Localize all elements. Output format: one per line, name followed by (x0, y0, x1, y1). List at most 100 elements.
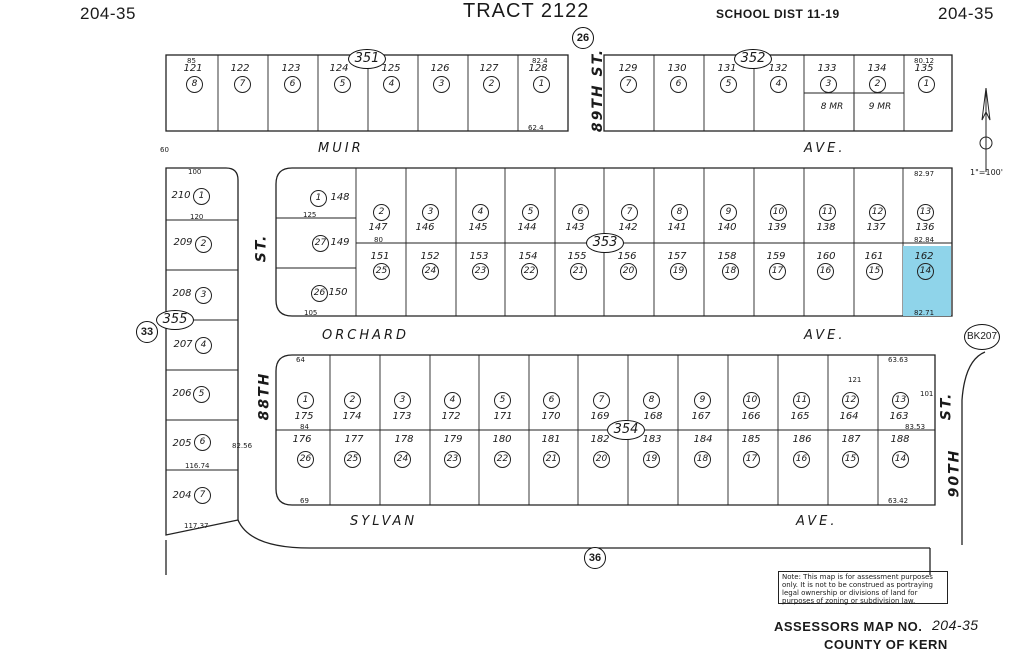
lot-20d: 20 (593, 451, 610, 468)
parcel-130[interactable]: 130 (667, 63, 687, 74)
street-orchard: ORCHARD (322, 328, 410, 343)
parcel-131[interactable]: 131 (717, 63, 737, 74)
lot-16c: 16 (817, 263, 834, 280)
lot-8c: 8 (671, 204, 688, 221)
dim-105: 105 (304, 309, 318, 317)
parcel-210[interactable]: 210 (171, 190, 191, 201)
parcel-137[interactable]: 137 (866, 222, 886, 233)
parcel-141[interactable]: 141 (667, 222, 687, 233)
parcel-169[interactable]: 169 (590, 411, 610, 422)
parcel-182[interactable]: 182 (590, 434, 610, 445)
parcel-188[interactable]: 188 (890, 434, 910, 445)
parcel-172[interactable]: 172 (441, 411, 461, 422)
parcel-175[interactable]: 175 (294, 411, 314, 422)
parcel-124[interactable]: 124 (329, 63, 349, 74)
street-88th-suffix: ST. (253, 233, 270, 263)
parcel-145[interactable]: 145 (468, 222, 488, 233)
parcel-162[interactable]: 162 (914, 251, 934, 262)
parcel-156[interactable]: 156 (617, 251, 637, 262)
parcel-147[interactable]: 147 (368, 222, 388, 233)
parcel-134[interactable]: 134 (867, 63, 887, 74)
parcel-133[interactable]: 133 (817, 63, 837, 74)
parcel-155[interactable]: 155 (567, 251, 587, 262)
parcel-154[interactable]: 154 (518, 251, 538, 262)
parcel-206[interactable]: 206 (172, 388, 192, 399)
parcel-176[interactable]: 176 (292, 434, 312, 445)
parcel-163[interactable]: 163 (889, 411, 909, 422)
parcel-183[interactable]: 183 (642, 434, 662, 445)
parcel-185[interactable]: 185 (741, 434, 761, 445)
block-354-outline (275, 354, 936, 506)
parcel-143[interactable]: 143 (565, 222, 585, 233)
dim-824: 82.4 (532, 57, 548, 65)
parcel-178[interactable]: 178 (394, 434, 414, 445)
parcel-168[interactable]: 168 (643, 411, 663, 422)
parcel-171[interactable]: 171 (493, 411, 513, 422)
parcel-132[interactable]: 132 (768, 63, 788, 74)
parcel-167[interactable]: 167 (691, 411, 711, 422)
block-353-outline (275, 167, 953, 317)
parcel-161[interactable]: 161 (864, 251, 884, 262)
parcel-160[interactable]: 160 (816, 251, 836, 262)
lot-9mr[interactable]: 9 MR (868, 102, 892, 112)
parcel-151[interactable]: 151 (370, 251, 390, 262)
parcel-136[interactable]: 136 (915, 222, 935, 233)
parcel-208[interactable]: 208 (172, 288, 192, 299)
parcel-205[interactable]: 205 (172, 438, 192, 449)
parcel-173[interactable]: 173 (392, 411, 412, 422)
parcel-125[interactable]: 125 (381, 63, 401, 74)
parcel-164[interactable]: 164 (839, 411, 859, 422)
parcel-144[interactable]: 144 (517, 222, 537, 233)
parcel-153[interactable]: 153 (469, 251, 489, 262)
parcel-204[interactable]: 204 (172, 490, 192, 501)
lot-8mr[interactable]: 8 MR (820, 102, 844, 112)
parcel-150[interactable]: 150 (328, 287, 348, 298)
lot-9d: 9 (694, 392, 711, 409)
parcel-148[interactable]: 148 (330, 192, 350, 203)
parcel-149[interactable]: 149 (330, 237, 350, 248)
parcel-142[interactable]: 142 (618, 222, 638, 233)
parcel-165[interactable]: 165 (790, 411, 810, 422)
lot-19c: 19 (670, 263, 687, 280)
parcel-179[interactable]: 179 (443, 434, 463, 445)
dim-80: 80 (374, 236, 383, 244)
parcel-127[interactable]: 127 (479, 63, 499, 74)
lot-10c: 10 (770, 204, 787, 221)
parcel-181[interactable]: 181 (541, 434, 561, 445)
parcel-159[interactable]: 159 (766, 251, 786, 262)
parcel-180[interactable]: 180 (492, 434, 512, 445)
ref-circle-26: 26 (572, 27, 594, 49)
parcel-123[interactable]: 123 (281, 63, 301, 74)
parcel-152[interactable]: 152 (420, 251, 440, 262)
parcel-140[interactable]: 140 (717, 222, 737, 233)
lot-2b: 2 (869, 76, 886, 93)
lot-3: 3 (433, 76, 450, 93)
parcel-170[interactable]: 170 (541, 411, 561, 422)
lot-8d: 8 (643, 392, 660, 409)
parcel-207[interactable]: 207 (173, 339, 193, 350)
parcel-174[interactable]: 174 (342, 411, 362, 422)
lot-4c: 4 (472, 204, 489, 221)
parcel-146[interactable]: 146 (415, 222, 435, 233)
parcel-157[interactable]: 157 (667, 251, 687, 262)
parcel-128[interactable]: 128 (528, 63, 548, 74)
street-muir-ave: AVE. (804, 141, 846, 156)
parcel-139[interactable]: 139 (767, 222, 787, 233)
parcel-121[interactable]: 121 (183, 63, 203, 74)
parcel-187[interactable]: 187 (841, 434, 861, 445)
parcel-122[interactable]: 122 (230, 63, 250, 74)
disclaimer-note: Note: This map is for assessment purpose… (778, 571, 948, 605)
parcel-186[interactable]: 186 (792, 434, 812, 445)
parcel-158[interactable]: 158 (717, 251, 737, 262)
parcel-184[interactable]: 184 (693, 434, 713, 445)
parcel-166[interactable]: 166 (741, 411, 761, 422)
parcel-129[interactable]: 129 (618, 63, 638, 74)
parcel-177[interactable]: 177 (344, 434, 364, 445)
parcel-135[interactable]: 135 (914, 63, 934, 74)
lot-7e: 7 (194, 487, 211, 504)
parcel-126[interactable]: 126 (430, 63, 450, 74)
dim-84: 84 (300, 423, 309, 431)
parcel-209[interactable]: 209 (173, 237, 193, 248)
highlighted-parcel-162[interactable] (903, 246, 951, 316)
parcel-138[interactable]: 138 (816, 222, 836, 233)
